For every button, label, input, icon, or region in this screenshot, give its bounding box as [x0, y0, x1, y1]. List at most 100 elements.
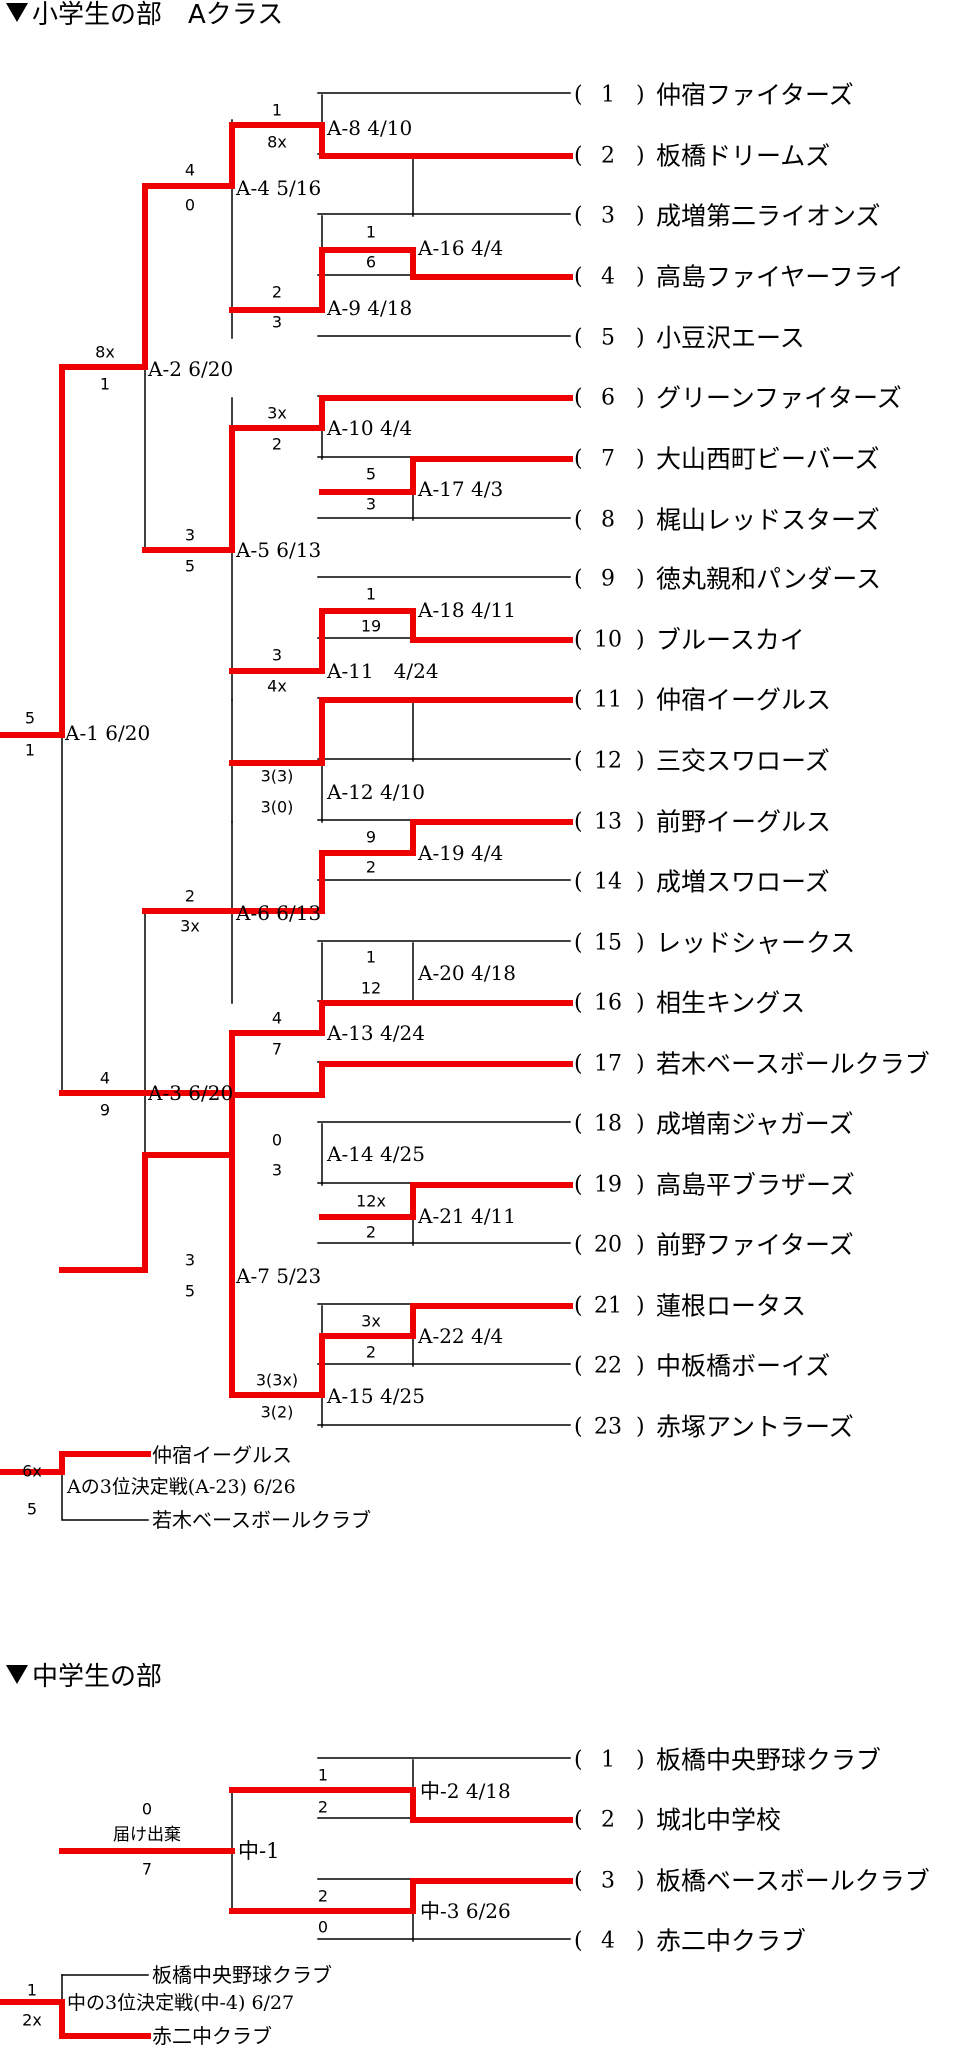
team-number-paren: ( — [574, 1808, 583, 1833]
forfeit-note: 届け出棄 — [113, 1825, 181, 1845]
score-top: 8x — [95, 343, 115, 362]
team-name: 前野イーグルス — [656, 808, 831, 837]
game-label: A-16 4/4 — [417, 236, 503, 260]
team-number-paren: ( — [574, 1173, 583, 1198]
score-top: 5 — [25, 709, 35, 728]
game-label: A-6 6/13 — [235, 901, 321, 925]
third-place-label: 中の3位決定戦(中-4) 6/27 — [67, 1992, 294, 2014]
game-label: A-12 4/10 — [326, 780, 425, 804]
team-name: 赤塚アントラーズ — [656, 1413, 854, 1442]
team-number-paren: ) — [636, 508, 645, 533]
winner-path — [142, 395, 573, 553]
winner-path — [319, 456, 573, 495]
game-label: A-22 4/4 — [417, 1324, 503, 1348]
game-label: A-10 4/4 — [326, 416, 412, 440]
score-bottom: 7 — [272, 1040, 282, 1059]
team-name: ブルースカイ — [656, 626, 805, 655]
team-number-paren: ) — [636, 1869, 645, 1894]
score-top: 4 — [185, 161, 195, 180]
team-number-paren: ) — [636, 386, 645, 411]
team-number: 21 — [594, 1294, 622, 1319]
bracket-line — [61, 1453, 149, 1521]
team-number-paren: ) — [636, 1173, 645, 1198]
game-label: A-3 6/20 — [147, 1081, 233, 1105]
team-number: 4 — [601, 1929, 615, 1954]
winner-path — [142, 819, 573, 914]
game-label: A-14 4/25 — [326, 1142, 425, 1166]
team-number-paren: ( — [574, 204, 583, 229]
score-top: 2 — [272, 283, 282, 302]
score-top: 3x — [361, 1312, 381, 1331]
game-label: A-13 4/24 — [326, 1021, 425, 1045]
score-top: 3 — [272, 646, 282, 665]
team-number-paren: ) — [636, 628, 645, 653]
team-number-paren: ) — [636, 1233, 645, 1258]
team-number: 19 — [594, 1173, 622, 1198]
team-number: 23 — [594, 1415, 622, 1440]
team-number-paren: ( — [574, 870, 583, 895]
team-number: 1 — [601, 83, 615, 108]
team-number-paren: ( — [574, 1869, 583, 1894]
winner-path — [229, 1787, 573, 1823]
team-number-paren: ) — [636, 1294, 645, 1319]
score-bottom: 5 — [27, 1500, 37, 1519]
team-number-paren: ( — [574, 447, 583, 472]
team-name: 前野ファイターズ — [656, 1231, 854, 1260]
team-number: 10 — [594, 628, 622, 653]
team-number-paren: ) — [636, 991, 645, 1016]
score-bottom: 2 — [366, 1343, 376, 1362]
third-place-team: 若木ベースボールクラブ — [152, 1508, 371, 1532]
team-number-paren: ) — [636, 567, 645, 592]
triangle-marker-icon — [6, 1665, 28, 1684]
team-number-paren: ( — [574, 991, 583, 1016]
score-bottom: 1 — [100, 375, 110, 394]
score-bottom: 0 — [318, 1918, 328, 1937]
score-top: 4 — [272, 1009, 282, 1028]
team-number-paren: ( — [574, 749, 583, 774]
team-name: 大山西町ビーバーズ — [656, 445, 880, 474]
team-name: 若木ベースボールクラブ — [656, 1050, 930, 1079]
team-number-paren: ( — [574, 326, 583, 351]
score-bottom: 2 — [366, 1223, 376, 1242]
team-name: 成増南ジャガーズ — [656, 1110, 854, 1139]
score-top: 9 — [366, 828, 376, 847]
team-number-paren: ) — [636, 1929, 645, 1954]
game-label: A-7 5/23 — [235, 1264, 321, 1288]
team-number-paren: ( — [574, 265, 583, 290]
team-number-paren: ) — [636, 810, 645, 835]
score-bottom: 3x — [180, 917, 200, 936]
team-name: 成増スワローズ — [656, 868, 830, 897]
game-label: A-20 4/18 — [417, 961, 516, 985]
team-number: 22 — [594, 1354, 622, 1379]
score-bottom: 12 — [361, 979, 381, 998]
game-label: A-21 4/11 — [417, 1204, 516, 1228]
team-number: 7 — [601, 447, 615, 472]
team-name: 仲宿ファイターズ — [656, 81, 854, 110]
team-name: 三交スワローズ — [656, 747, 830, 776]
score-top: 1 — [366, 223, 376, 242]
game-label: 中-2 4/18 — [420, 1779, 511, 1803]
winner-path — [319, 1182, 573, 1220]
game-label: 中-3 6/26 — [420, 1899, 511, 1923]
score-bottom: 3 — [272, 1161, 282, 1180]
team-name: 中板橋ボーイズ — [656, 1352, 830, 1381]
team-number: 3 — [601, 204, 615, 229]
team-number-paren: ( — [574, 83, 583, 108]
team-number-paren: ( — [574, 688, 583, 713]
team-name: 高島平ブラザーズ — [656, 1171, 855, 1200]
game-label: A-4 5/16 — [235, 176, 321, 200]
winner-path — [229, 608, 573, 674]
team-name: 城北中学校 — [656, 1806, 781, 1835]
team-number: 13 — [594, 810, 622, 835]
score-top: 1 — [366, 585, 376, 604]
team-number: 5 — [601, 326, 615, 351]
winner-path — [229, 247, 573, 313]
score-top: 1 — [27, 1981, 37, 2000]
team-number: 15 — [594, 931, 622, 956]
junior-title-text: 中学生の部 — [32, 1662, 163, 1692]
score-top: 4 — [100, 1069, 110, 1088]
score-bottom: 9 — [100, 1101, 110, 1120]
team-number: 1 — [601, 1748, 615, 1773]
team-number-paren: ) — [636, 749, 645, 774]
